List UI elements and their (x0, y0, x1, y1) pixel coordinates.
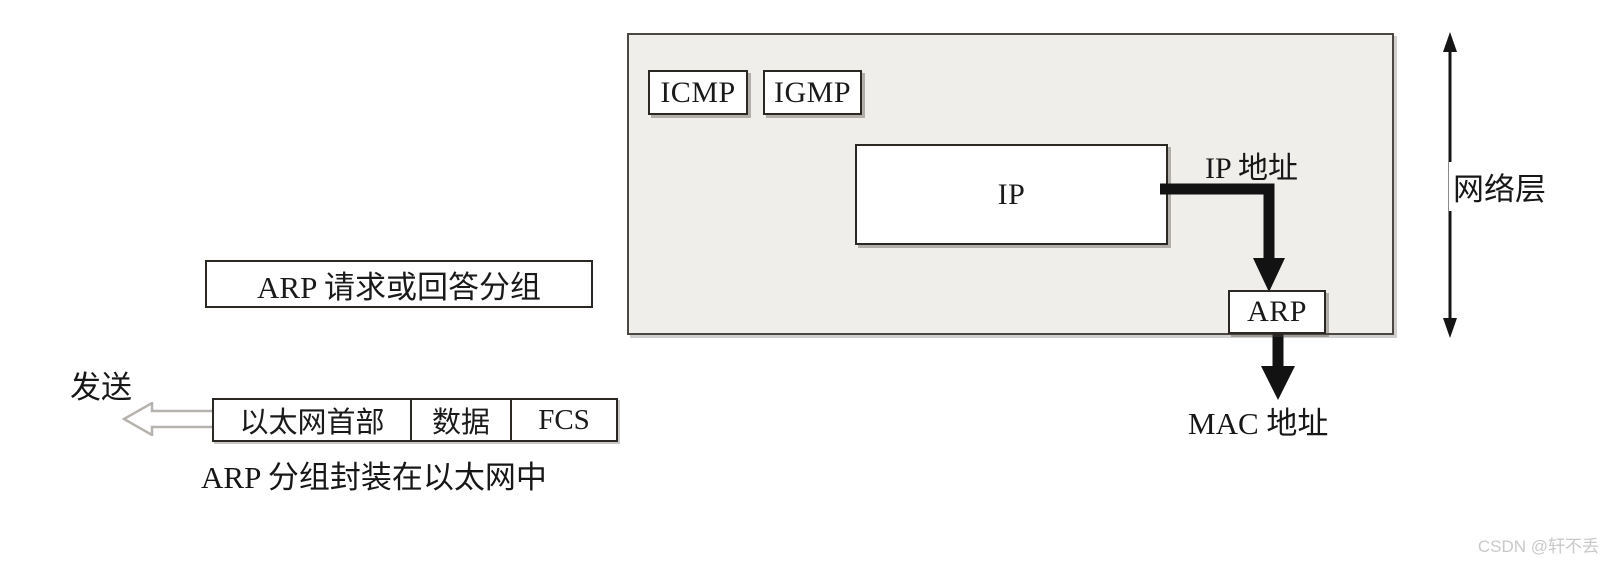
protocol-box-icmp-label: ICMP (660, 75, 736, 109)
network-layer-label: 网络层 (1449, 162, 1550, 211)
arp-packet-box-label: ARP 请求或回答分组 (257, 269, 541, 305)
send-arrow-icon (122, 402, 218, 436)
ip-to-arp-arrow-icon (1160, 183, 1285, 292)
ethernet-frame-caption: ARP 分组封装在以太网中 (201, 460, 547, 495)
ethernet-frame-cell-ethernet-header: 以太网首部 (214, 400, 412, 440)
protocol-box-ip: IP (855, 144, 1168, 245)
ethernet-frame: 以太网首部 数据 FCS (212, 398, 618, 442)
protocol-box-icmp: ICMP (648, 70, 748, 115)
mac-address-label: MAC 地址 (1188, 406, 1329, 441)
ethernet-frame-cell-data-label: 数据 (431, 407, 490, 439)
csdn-watermark: CSDN @轩不丢 (1477, 537, 1599, 556)
arp-to-mac-arrow-icon (1261, 330, 1295, 400)
ethernet-frame-cell-ethernet-header-label: 以太网首部 (239, 407, 385, 439)
arp-packet-box: ARP 请求或回答分组 (205, 260, 593, 308)
ethernet-frame-cell-fcs: FCS (512, 400, 616, 440)
protocol-box-arp-label: ARP (1247, 295, 1307, 328)
ip-address-label: IP 地址 (1205, 152, 1299, 185)
send-label: 发送 (70, 370, 132, 405)
protocol-box-arp: ARP (1228, 290, 1326, 334)
protocol-box-igmp: IGMP (763, 70, 862, 115)
ethernet-frame-cell-fcs-label: FCS (538, 403, 590, 436)
ethernet-frame-cell-data: 数据 (412, 400, 512, 440)
protocol-box-ip-label: IP (997, 177, 1026, 211)
protocol-box-igmp-label: IGMP (773, 75, 851, 109)
